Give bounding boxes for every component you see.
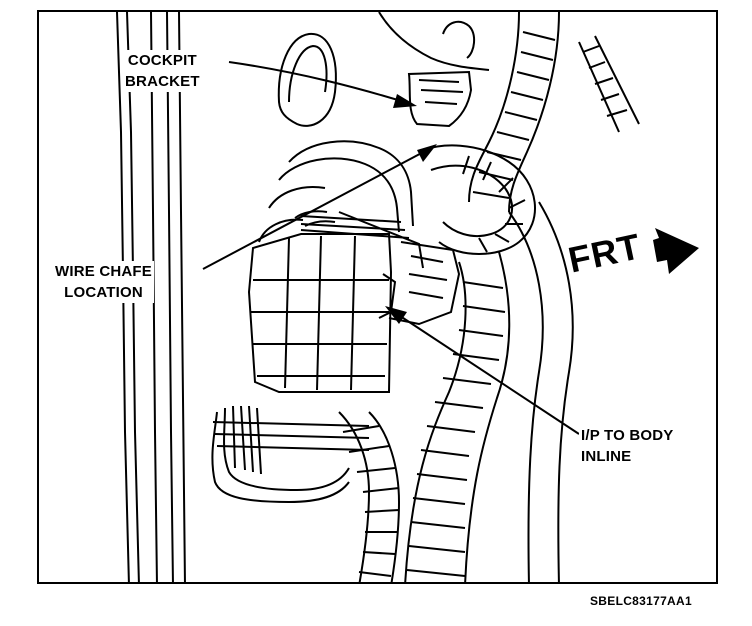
chafe-leader (202, 147, 432, 270)
inline-connector (388, 241, 461, 326)
figure-code: SBELC83177AA1 (590, 594, 692, 608)
cockpit-arrowhead (393, 94, 417, 108)
ip-arrowhead (385, 306, 407, 324)
leader-lines (202, 61, 580, 435)
wire-chafe-label-line1: WIRE CHAFE (55, 263, 152, 280)
wire-chafe-label-line2: LOCATION (64, 284, 143, 301)
wiring-illustration (116, 12, 699, 582)
cockpit-bracket-label-line2: BRACKET (125, 73, 200, 90)
ip-label-line1: I/P TO BODY (581, 427, 674, 444)
arrowheads (385, 94, 437, 324)
ip-label-line2: INLINE (581, 448, 632, 465)
upper-harness (468, 12, 640, 213)
wire-chafe-location-label: WIRE CHAFE LOCATION (53, 261, 154, 303)
ip-to-body-inline-label: I/P TO BODY INLINE (579, 425, 676, 467)
front-arrow-icon (653, 228, 699, 274)
harness-loop (418, 144, 536, 255)
ip-leader (390, 309, 580, 435)
pillar-opening (277, 32, 337, 127)
cockpit-bracket-label-line1: COCKPIT (127, 52, 197, 69)
diagram-frame: COCKPIT BRACKET WIRE CHAFE LOCATION I/P … (37, 10, 718, 584)
connector-block (247, 211, 424, 393)
cockpit-bracket-shape (378, 12, 490, 128)
cockpit-bracket-label: COCKPIT BRACKET (123, 50, 202, 92)
bottom-cable-bundle (211, 405, 401, 582)
chafe-arrowhead (417, 144, 437, 162)
cockpit-leader (228, 61, 412, 105)
lower-harness (404, 201, 574, 582)
